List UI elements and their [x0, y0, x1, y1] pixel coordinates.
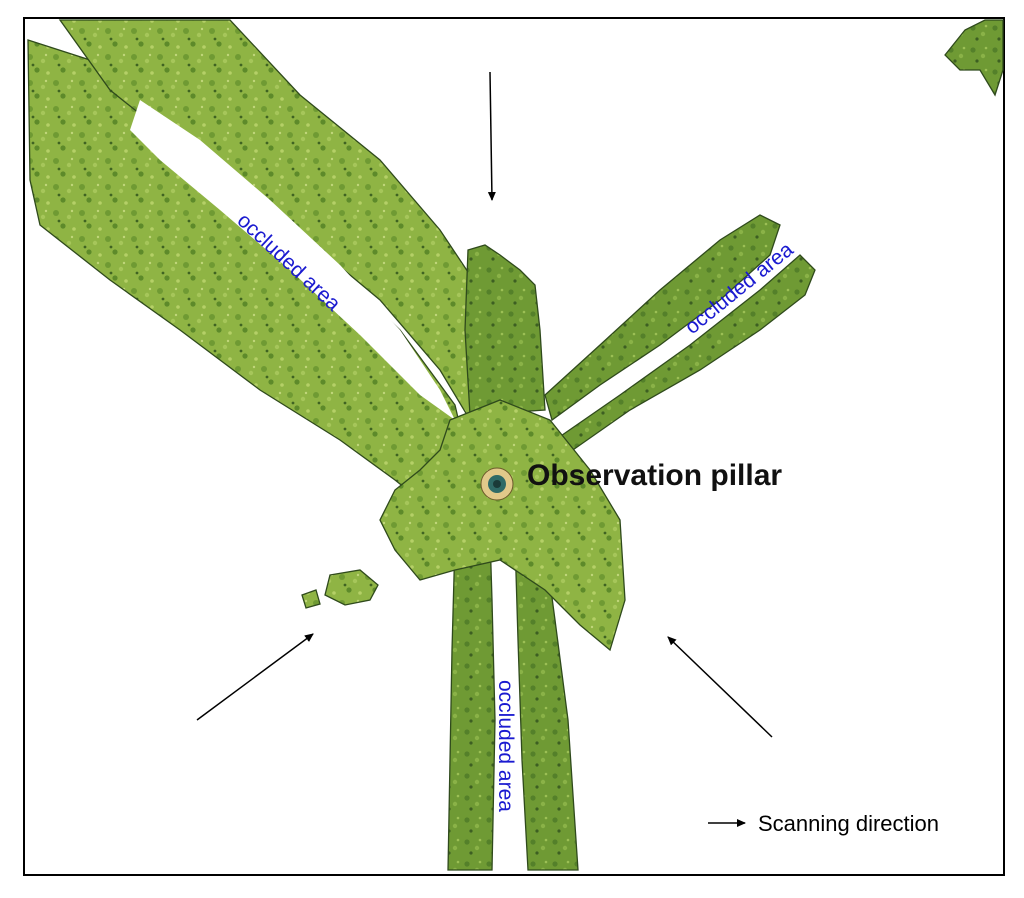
legend-label: Scanning direction — [758, 811, 939, 836]
pillar-label: Observation pillar — [527, 459, 782, 492]
strip-right-lower — [553, 254, 816, 453]
occluded-gap-left — [130, 100, 455, 420]
fragment-left — [324, 569, 379, 606]
arrow-top — [487, 71, 496, 201]
occluded-label-bottom: occluded area — [494, 680, 517, 812]
strip-bottom-left — [447, 534, 496, 871]
arrow-bottom-right — [667, 636, 773, 738]
scan-strips — [27, 19, 1004, 871]
pillar-marker — [480, 467, 514, 501]
corner-fragment — [944, 19, 1004, 97]
fragment-left-small — [301, 589, 321, 609]
strip-right-upper — [544, 214, 781, 422]
arrow-bottom-left — [196, 633, 314, 721]
scan-arrows — [196, 71, 773, 738]
legend: Scanning direction — [708, 811, 939, 836]
pillar-blob — [379, 399, 626, 652]
strip-top — [464, 244, 546, 416]
